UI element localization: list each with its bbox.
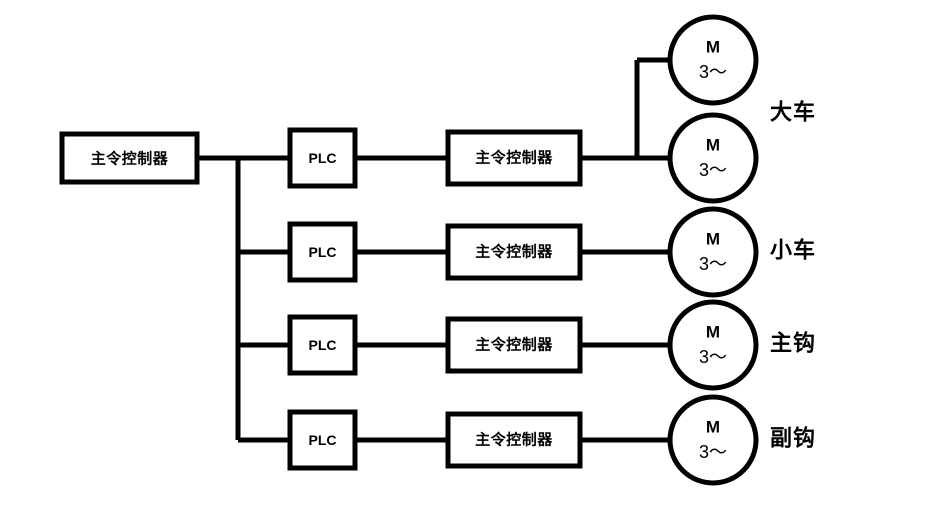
master-controller-label: 主令控制器	[91, 150, 169, 168]
plc-label-4: PLC	[309, 432, 337, 448]
plc-box-4[interactable]	[287, 409, 358, 471]
mechanism-label-long-travel: 大车	[770, 100, 816, 125]
motor-letter-3: M	[706, 323, 720, 342]
motor-phase-2: 3～	[699, 254, 727, 274]
motor-phase-3: 3～	[699, 347, 727, 367]
motor-letter-1b: M	[706, 136, 720, 155]
mechanism-label-cross-travel: 小车	[770, 238, 816, 263]
motor-symbol-1b[interactable]	[667, 112, 759, 204]
motor-symbol-3[interactable]	[667, 299, 759, 391]
motor-phase-1b: 3～	[699, 160, 727, 180]
master-controller-box[interactable]	[59, 131, 200, 185]
mechanism-label-main-hoist: 主钩	[770, 331, 816, 356]
master-controller-block[interactable]: 主令控制器	[59, 131, 200, 185]
controller-box-1[interactable]	[445, 129, 583, 187]
motor-phase-1a: 3～	[699, 62, 727, 82]
plc-label-1: PLC	[309, 150, 337, 166]
plc-label-3: PLC	[309, 337, 337, 353]
motor-phase-4: 3～	[699, 442, 727, 462]
plc-box-1[interactable]	[287, 127, 358, 189]
branch-auxiliary-hoist: PLC 主令控制器 M 3～ 副钩	[287, 394, 816, 486]
plc-box-3[interactable]	[287, 314, 358, 376]
motor-letter-2: M	[706, 230, 720, 249]
motor-letter-1a: M	[706, 38, 720, 57]
plc-label-2: PLC	[309, 244, 337, 260]
motor-letter-4: M	[706, 418, 720, 437]
controller-label-1: 主令控制器	[475, 149, 553, 167]
mechanism-label-auxiliary-hoist: 副钩	[770, 426, 816, 451]
controller-box-4[interactable]	[445, 411, 583, 469]
branch-cross-travel: PLC 主令控制器 M 3～ 小车	[287, 206, 816, 298]
controller-label-4: 主令控制器	[475, 431, 553, 449]
controller-box-2[interactable]	[445, 223, 583, 281]
branch-main-hoist: PLC 主令控制器 M 3～ 主钩	[287, 299, 816, 391]
branch-long-travel: PLC 主令控制器 M 3～ M 3～ 大车	[287, 14, 816, 204]
motor-symbol-4[interactable]	[667, 394, 759, 486]
controller-box-3[interactable]	[445, 316, 583, 374]
plc-box-2[interactable]	[287, 221, 358, 283]
motor-symbol-1a[interactable]	[667, 14, 759, 106]
controller-label-3: 主令控制器	[475, 336, 553, 354]
motor-symbol-2[interactable]	[667, 206, 759, 298]
controller-label-2: 主令控制器	[475, 243, 553, 261]
wiring-layer	[197, 57, 670, 443]
